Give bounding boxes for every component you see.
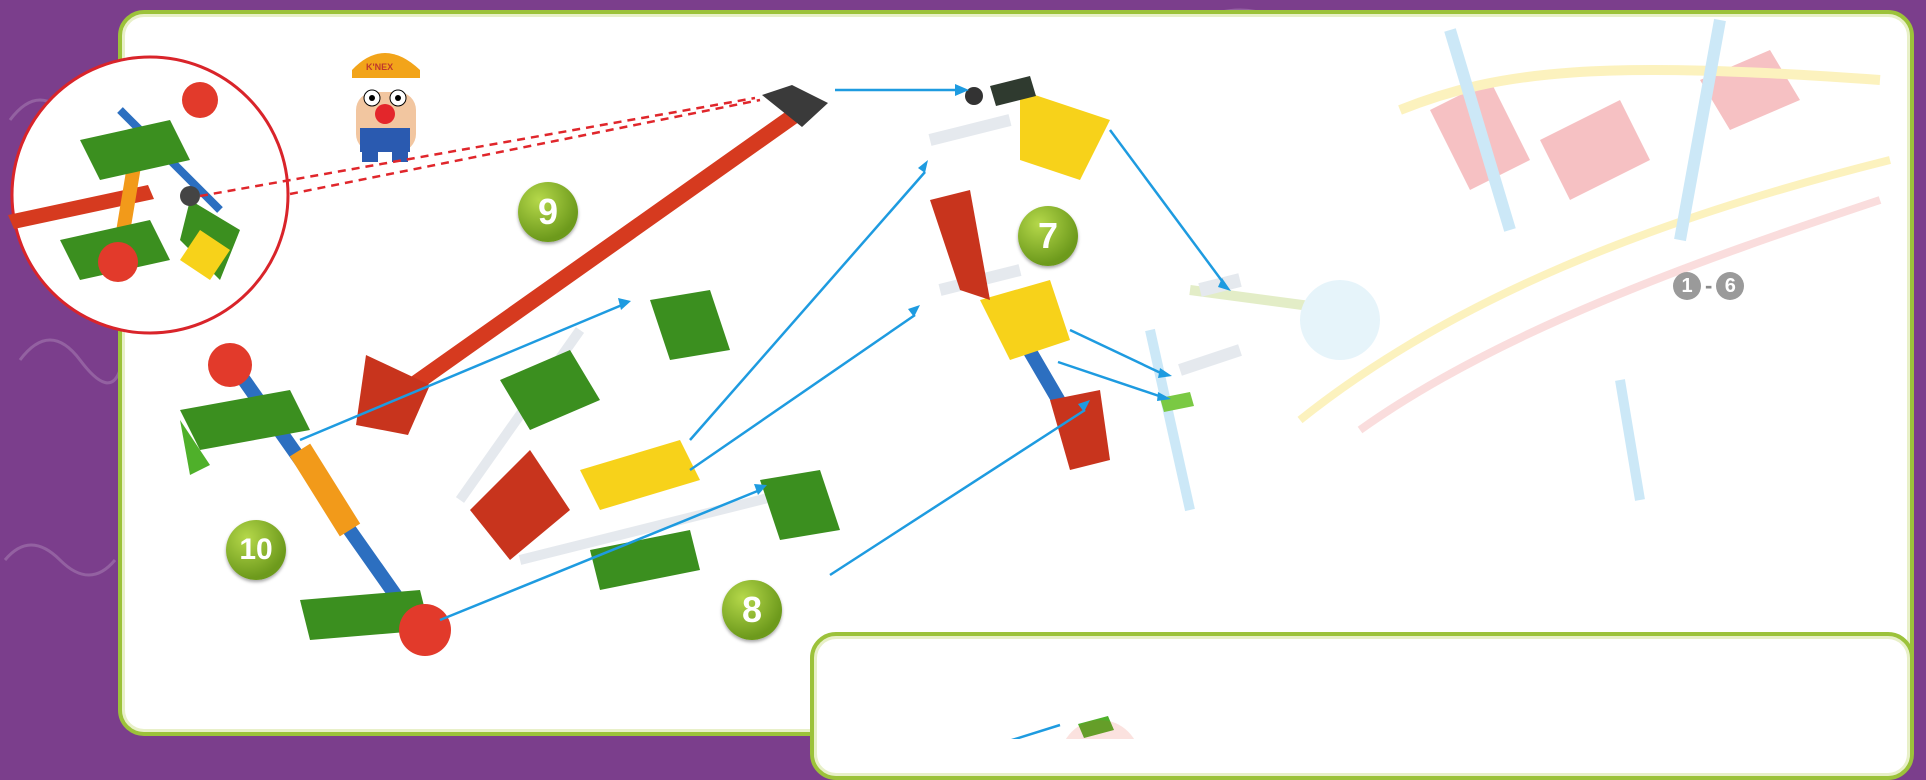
arrowheads [618, 84, 1231, 495]
step-badge-10: 10 [226, 520, 286, 580]
step-number: 10 [239, 533, 272, 567]
callout-leader-lines [200, 98, 760, 196]
lower-panel-preview [1060, 716, 1140, 739]
long-red-rod [356, 85, 828, 435]
detail-callout [8, 57, 288, 333]
step-number: 7 [1038, 215, 1058, 257]
previous-steps-reference: 1 - 6 [1673, 272, 1744, 300]
range-separator: - [1705, 273, 1712, 299]
range-start-badge: 1 [1673, 272, 1701, 300]
step-badge-7: 7 [1018, 206, 1078, 266]
step-badge-9: 9 [518, 182, 578, 242]
step-number: 8 [742, 589, 762, 631]
faded-completed-model [1150, 20, 1890, 510]
mascot-hat-label: K'NEX [366, 62, 393, 72]
step-badge-8: 8 [722, 580, 782, 640]
instruction-illustration [0, 0, 1926, 739]
range-end-badge: 6 [1716, 272, 1744, 300]
step-number: 9 [538, 191, 558, 233]
